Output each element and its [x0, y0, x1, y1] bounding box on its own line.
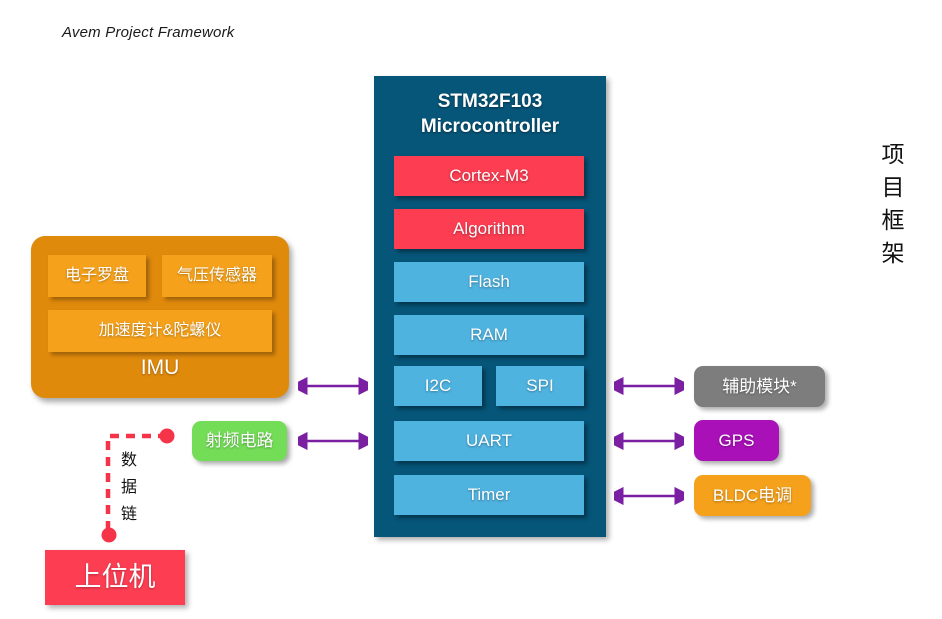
datalink-connector [101, 428, 175, 543]
side-label-char: 目 [881, 174, 905, 200]
mcu-block-i2c[interactable]: I2C [394, 366, 482, 406]
mcu-name: STM32F103 [437, 91, 543, 112]
mcu-panel: STM32F103 Microcontroller Cortex-M3 Algo… [374, 76, 606, 537]
datalink-char: 数 [120, 452, 137, 469]
mcu-block-cortex-m3[interactable]: Cortex-M3 [394, 156, 584, 196]
datalink-char: 链 [120, 506, 137, 523]
datalink-endpoint-dot-bottom [101, 527, 117, 543]
peripheral-gps[interactable]: GPS [694, 420, 779, 461]
arrow-rf-to-mcu [298, 432, 368, 450]
imu-sensor-accelerometer-gyroscope[interactable]: 加速度计&陀螺仪 [48, 310, 272, 352]
mcu-block-timer[interactable]: Timer [394, 475, 584, 515]
mcu-title: STM32F103 Microcontroller [374, 89, 606, 139]
host-computer-block[interactable]: 上位机 [45, 550, 185, 605]
mcu-block-algorithm[interactable]: Algorithm [394, 209, 584, 249]
datalink-label: 数 据 链 [118, 447, 140, 528]
mcu-block-uart[interactable]: UART [394, 421, 584, 461]
peripheral-aux-module[interactable]: 辅助模块* [694, 366, 825, 407]
imu-sensor-barometer[interactable]: 气压传感器 [162, 255, 272, 297]
datalink-endpoint-dot-top [159, 428, 175, 444]
mcu-subtitle: Microcontroller [420, 116, 560, 137]
side-label-char: 架 [881, 240, 905, 266]
imu-sensor-compass[interactable]: 电子罗盘 [48, 255, 146, 297]
peripheral-bldc-esc[interactable]: BLDC电调 [694, 475, 811, 516]
rf-circuit-block[interactable]: 射频电路 [192, 421, 287, 461]
mcu-block-flash[interactable]: Flash [394, 262, 584, 302]
arrow-mcu-to-gps [614, 432, 684, 450]
arrow-mcu-to-bldc [614, 487, 684, 505]
imu-label: IMU [140, 356, 180, 379]
arrow-imu-to-mcu [298, 377, 368, 395]
datalink-char: 据 [120, 479, 137, 496]
side-label-char: 框 [881, 207, 905, 233]
mcu-block-ram[interactable]: RAM [394, 315, 584, 355]
side-label-char: 项 [881, 141, 905, 167]
vertical-side-label: 项 目 框 架 [876, 138, 910, 270]
mcu-block-spi[interactable]: SPI [496, 366, 584, 406]
page-title: Avem Project Framework [62, 24, 235, 41]
imu-group: 电子罗盘 气压传感器 加速度计&陀螺仪 IMU [31, 236, 289, 398]
arrow-mcu-to-aux [614, 377, 684, 395]
